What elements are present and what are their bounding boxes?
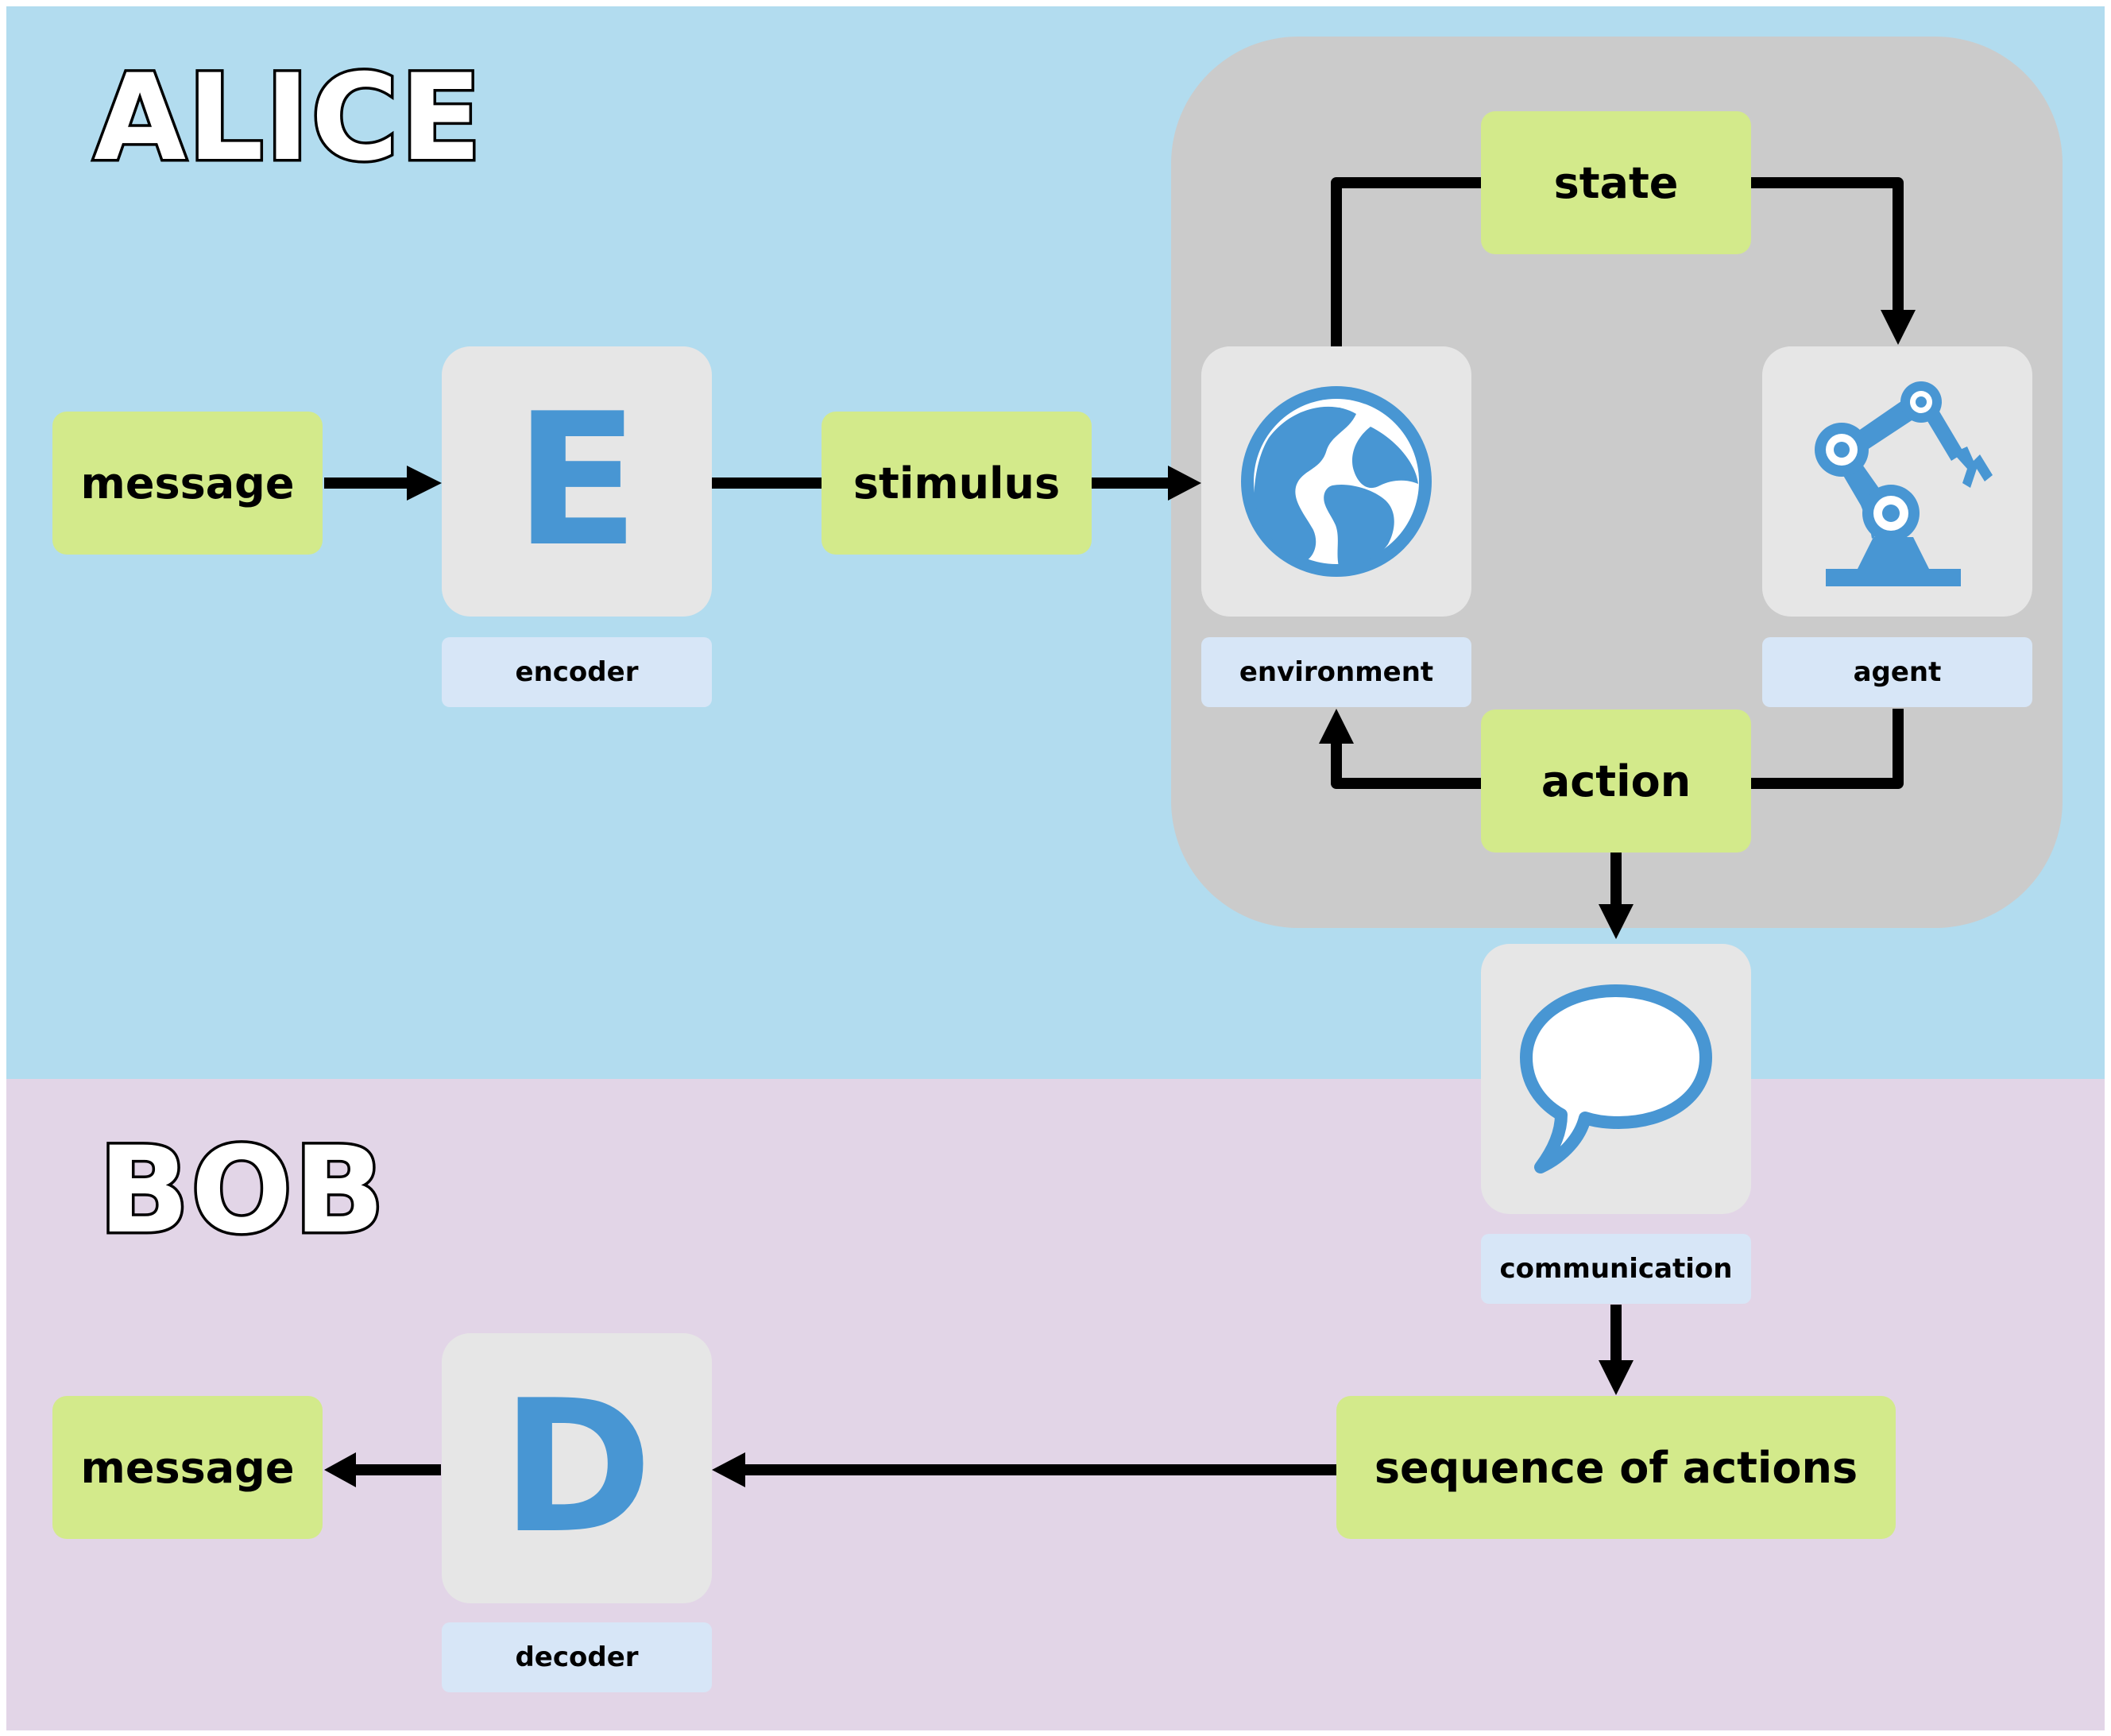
arrowhead-agent <box>1881 310 1916 345</box>
message-input-node: message <box>52 412 323 555</box>
decoder-box: D <box>442 1333 712 1603</box>
globe-icon <box>1241 386 1432 577</box>
decoder-symbol: D <box>501 1362 653 1574</box>
arrowhead-environment <box>1168 466 1201 501</box>
environment-box <box>1201 346 1471 617</box>
connector-state-to-agent <box>1751 177 1904 310</box>
arrowhead-sequence <box>1599 1360 1634 1395</box>
sequence-of-actions-node: sequence of actions <box>1336 1396 1896 1539</box>
arrowhead-message-out <box>324 1452 356 1487</box>
agent-box <box>1762 346 2032 617</box>
connector-agent-to-action <box>1751 709 1904 789</box>
connector-action-to-environment <box>1331 744 1481 789</box>
encoder-box: E <box>442 346 712 617</box>
speech-bubble-icon <box>1520 984 1712 1173</box>
arrowhead-communication <box>1599 904 1634 939</box>
environment-caption: environment <box>1201 637 1471 707</box>
encoder-caption: encoder <box>442 637 712 707</box>
agent-caption: agent <box>1762 637 2032 707</box>
arrowhead-encoder <box>407 466 442 501</box>
communication-box <box>1481 944 1751 1214</box>
connector-environment-to-state <box>1331 177 1481 346</box>
encoder-symbol: E <box>514 375 640 587</box>
robot-arm-icon <box>1815 381 1993 586</box>
message-output-node: message <box>52 1396 323 1539</box>
decoder-caption: decoder <box>442 1622 712 1692</box>
bob-title: BOB <box>95 1122 387 1260</box>
action-node: action <box>1481 709 1751 853</box>
arrowhead-environment-bottom <box>1319 709 1354 744</box>
alice-title: ALICE <box>91 49 484 188</box>
arrowhead-decoder <box>712 1452 745 1487</box>
communication-caption: communication <box>1481 1234 1751 1304</box>
stimulus-node: stimulus <box>822 412 1092 555</box>
state-node: state <box>1481 111 1751 254</box>
